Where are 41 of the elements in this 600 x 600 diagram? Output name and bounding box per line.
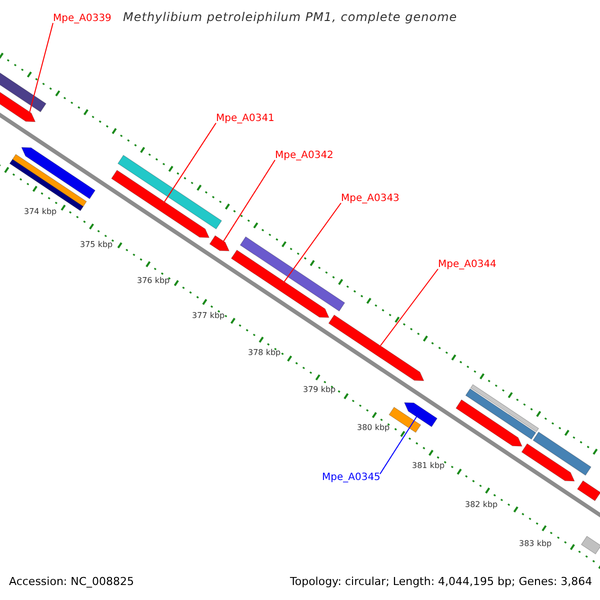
scale-label: 375 kbp xyxy=(80,240,113,250)
gene-bar xyxy=(465,388,536,440)
map-title: Methylibium petroleiphilum PM1, complete genome xyxy=(123,10,458,24)
scale-label: 382 kbp xyxy=(465,500,498,510)
leader-line xyxy=(164,122,216,202)
gene-label: Mpe_A0341 xyxy=(216,113,274,125)
leader-line xyxy=(380,268,438,346)
info-text: Accession: NC_008825 xyxy=(9,575,134,588)
gene-bar xyxy=(470,384,540,432)
gene-bar xyxy=(521,443,575,482)
gene-label: Mpe_A0345 xyxy=(322,472,380,484)
gene-bar xyxy=(404,402,438,428)
gene-bar xyxy=(209,235,230,252)
scale-label: 374 kbp xyxy=(24,207,57,217)
scale-label: 380 kbp xyxy=(357,423,390,433)
gene-bar xyxy=(117,154,222,230)
scale-label: 379 kbp xyxy=(303,385,336,395)
gene-bar xyxy=(576,480,600,502)
scale-label: 376 kbp xyxy=(137,276,170,286)
gene-bar xyxy=(456,399,522,447)
gene-bar xyxy=(240,236,346,312)
gene-bar xyxy=(532,432,592,476)
leader-line xyxy=(29,22,54,112)
gene-bar xyxy=(21,147,96,200)
scale-label: 383 kbp xyxy=(519,539,552,549)
gene-label: Mpe_A0343 xyxy=(341,193,400,205)
scale-label: 378 kbp xyxy=(248,348,281,358)
gene-bar xyxy=(230,250,330,318)
gene-label: Mpe_A0344 xyxy=(438,259,496,271)
leader-line xyxy=(223,160,276,242)
gene-bar xyxy=(580,536,600,554)
gene-bar xyxy=(111,170,210,238)
gene-bar xyxy=(388,406,422,433)
gene-bar xyxy=(328,314,424,382)
scale-label: 377 kbp xyxy=(192,311,225,321)
scale-label: 381 kbp xyxy=(412,461,445,471)
leader-line xyxy=(284,202,342,282)
gene-label: Mpe_A0339 xyxy=(53,13,112,25)
leader-line xyxy=(380,416,418,474)
info-text: Topology: circular; Length: 4,044,195 bp; Genes: 3,864 xyxy=(290,575,592,588)
gene-label: Mpe_A0342 xyxy=(275,150,334,162)
